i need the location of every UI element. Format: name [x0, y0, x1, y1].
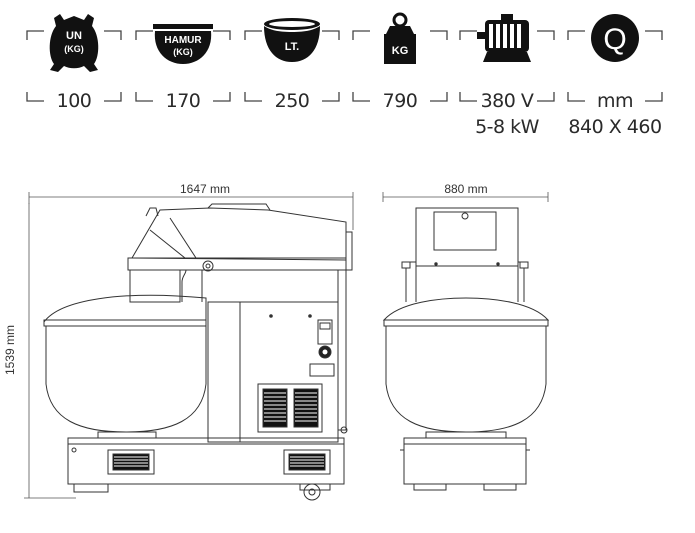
bracket-frame — [459, 30, 555, 102]
icon-label: KG — [392, 45, 409, 57]
dough-rolling-pin-icon: HAMUR (KG) — [153, 24, 213, 64]
spec-value: 790 — [382, 90, 418, 112]
bracket-frame — [352, 30, 448, 102]
icon-label: UN — [66, 30, 82, 42]
front-width-label: 880 mm — [444, 182, 487, 196]
side-view — [43, 203, 353, 501]
icon-sublabel: (KG) — [64, 44, 84, 54]
spec-bowl-dimensions: Q mm 840 X 460 — [567, 14, 663, 138]
spec-value-secondary: 5-8 kW — [475, 116, 539, 138]
spec-flour-capacity: UN (KG) 100 — [26, 14, 122, 112]
spec-value: 170 — [165, 90, 201, 112]
diameter-circle-icon: Q — [591, 14, 639, 62]
spec-value-secondary: 840 X 460 — [568, 116, 662, 138]
spec-value: 380 V — [480, 90, 534, 112]
icon-label: Q — [603, 23, 626, 56]
side-width-label: 1647 mm — [180, 182, 230, 196]
front-view — [382, 207, 550, 491]
front-width-dimension — [382, 192, 549, 202]
spec-value: 100 — [56, 90, 92, 112]
flour-sack-icon: UN (KG) — [49, 14, 99, 72]
spec-dough-capacity: HAMUR (KG) 170 — [135, 24, 231, 112]
bowl-volume-icon: LT. — [264, 18, 320, 62]
icon-label: HAMUR — [164, 35, 202, 46]
vent-grille — [257, 383, 323, 433]
chassis — [67, 437, 345, 501]
icon-label: LT. — [285, 41, 299, 53]
side-width-dimension — [28, 192, 354, 230]
bracket-frame — [244, 30, 340, 102]
spec-weight: KG 790 — [352, 12, 448, 112]
weight-icon: KG — [384, 12, 416, 64]
height-label: 1539 mm — [3, 325, 17, 375]
icon-sublabel: (KG) — [173, 47, 193, 57]
spec-row: UN (KG) 100 HAMUR (KG) 170 LT. 250 — [0, 0, 695, 140]
spec-motor-power: 380 V 5-8 kW — [459, 14, 555, 138]
bracket-frame — [567, 30, 663, 102]
spec-bowl-volume: LT. 250 — [244, 18, 340, 112]
electric-motor-icon — [477, 14, 531, 62]
bracket-frame — [26, 30, 122, 102]
height-dimension — [24, 203, 76, 499]
spec-value: 250 — [274, 90, 310, 112]
mixing-bowl — [43, 294, 207, 439]
bracket-frame — [135, 30, 231, 102]
technical-drawing: 1647 mm 880 mm 1539 mm — [3, 182, 550, 501]
spec-value: mm — [596, 90, 634, 112]
